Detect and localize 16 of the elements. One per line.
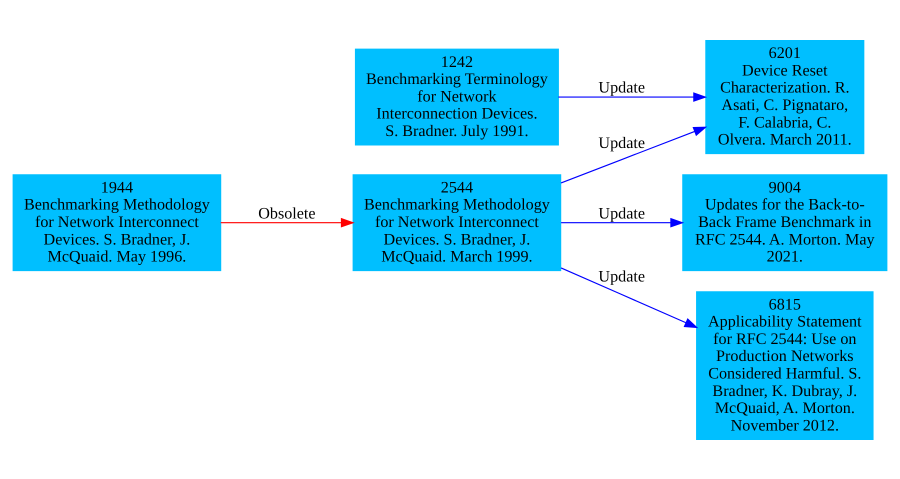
- arrow: [220, 217, 355, 228]
- edge-label: Update: [598, 134, 646, 152]
- node-box: 6815 Applicability Statement for RFC 2544: Use on Production Networks Considered Harmful. S. Bradner, K. Dubray, J. McQuaid, A. Morton. November 2012.: [696, 290, 874, 440]
- node-box: 1944 Benchmarking Methodology for Network Interconnect Devices. S. Bradner, J. McQuaid. May 1996.: [12, 174, 222, 271]
- node-box: 2544 Benchmarking Methodology for Network Interconnect Devices. S. Bradner, J. McQuaid. March 1999.: [352, 174, 562, 271]
- node-box: 6201 Device Reset Characterization. R. Asati, C. Pignataro, F. Calabria, C. Olvera. March 2011.: [705, 40, 864, 154]
- arrow: [558, 92, 708, 102]
- edge-label: Update: [598, 204, 646, 222]
- arrow: [560, 266, 698, 328]
- arrow: [561, 217, 684, 228]
- edge-label: Update: [598, 79, 646, 96]
- node-box: 1242 Benchmarking Terminology for Network Interconnection Devices. S. Bradner. July 1991.: [354, 48, 559, 145]
- edge-label: Update: [598, 268, 646, 286]
- node-box: 9004 Updates for the Back-to-Back Frame Benchmark in RFC 2544. A. Morton. May 2021.: [682, 174, 888, 271]
- arrow: [560, 126, 708, 183]
- edge-label: Obsolete: [258, 204, 316, 222]
